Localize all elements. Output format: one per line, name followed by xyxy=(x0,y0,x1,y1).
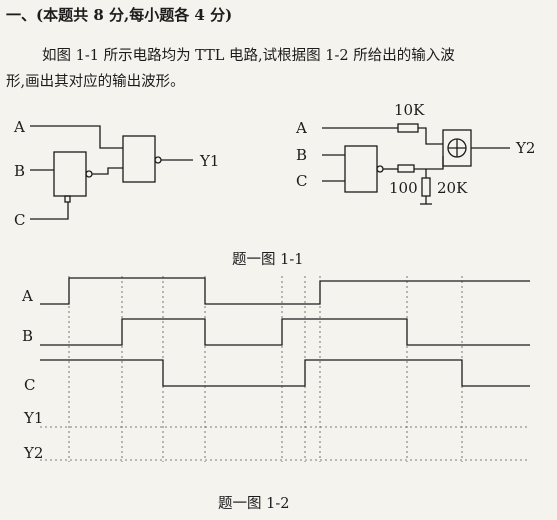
nand-bc-bubble xyxy=(85,170,93,178)
label-b-left: B xyxy=(14,162,25,180)
label-r-top: 10K xyxy=(394,101,425,119)
label-wave-a: A xyxy=(21,287,33,305)
label-b-right: B xyxy=(296,146,307,164)
timing-diagram xyxy=(40,276,530,462)
question-heading: 一、(本题共 8 分,每小题各 4 分) xyxy=(6,6,233,24)
label-a-right: A xyxy=(295,119,307,137)
question-text-line2: 形,画出其对应的输出波形。 xyxy=(6,74,185,90)
label-r-shunt: 20K xyxy=(437,179,468,197)
nand-gate-bc xyxy=(53,151,87,197)
question-text-line1: 如图 1-1 所示电路均为 TTL 电路,试根据图 1-2 所给出的输入波 xyxy=(42,48,455,64)
label-wave-y1: Y1 xyxy=(23,409,43,427)
label-wave-b: B xyxy=(22,327,33,345)
waveform-c xyxy=(40,359,530,387)
label-c-right: C xyxy=(296,172,307,190)
open-collector-mark xyxy=(64,195,71,203)
waveform-a xyxy=(40,277,530,305)
resistor-100 xyxy=(397,164,415,173)
resistor-20k xyxy=(421,177,431,197)
wire-r1-out xyxy=(418,127,443,145)
wire-r2-out xyxy=(414,156,444,170)
label-y1-left: Y1 xyxy=(199,152,219,170)
label-wave-c: C xyxy=(24,376,35,394)
label-c-left: C xyxy=(14,211,25,229)
label-y2-right: Y2 xyxy=(515,139,535,157)
figure1-caption: 题一图 1-1 xyxy=(232,252,304,268)
right-circuit xyxy=(322,123,510,205)
wire-a xyxy=(30,125,123,149)
left-circuit xyxy=(30,125,193,220)
resistor-10k xyxy=(397,123,419,133)
nand-r-bubble xyxy=(376,165,384,173)
label-wave-y2: Y2 xyxy=(23,444,43,462)
nand-gate-out xyxy=(122,135,156,183)
label-a-left: A xyxy=(13,118,25,136)
wire-c xyxy=(30,202,69,220)
nand-out-bubble xyxy=(154,156,162,164)
nand-gate-r xyxy=(344,145,378,193)
figure2-caption: 题一图 1-2 xyxy=(218,496,290,512)
label-r-mid: 100 xyxy=(389,179,418,197)
time-markers xyxy=(68,276,463,462)
wire-mid xyxy=(92,167,123,175)
waveform-b xyxy=(40,318,530,346)
